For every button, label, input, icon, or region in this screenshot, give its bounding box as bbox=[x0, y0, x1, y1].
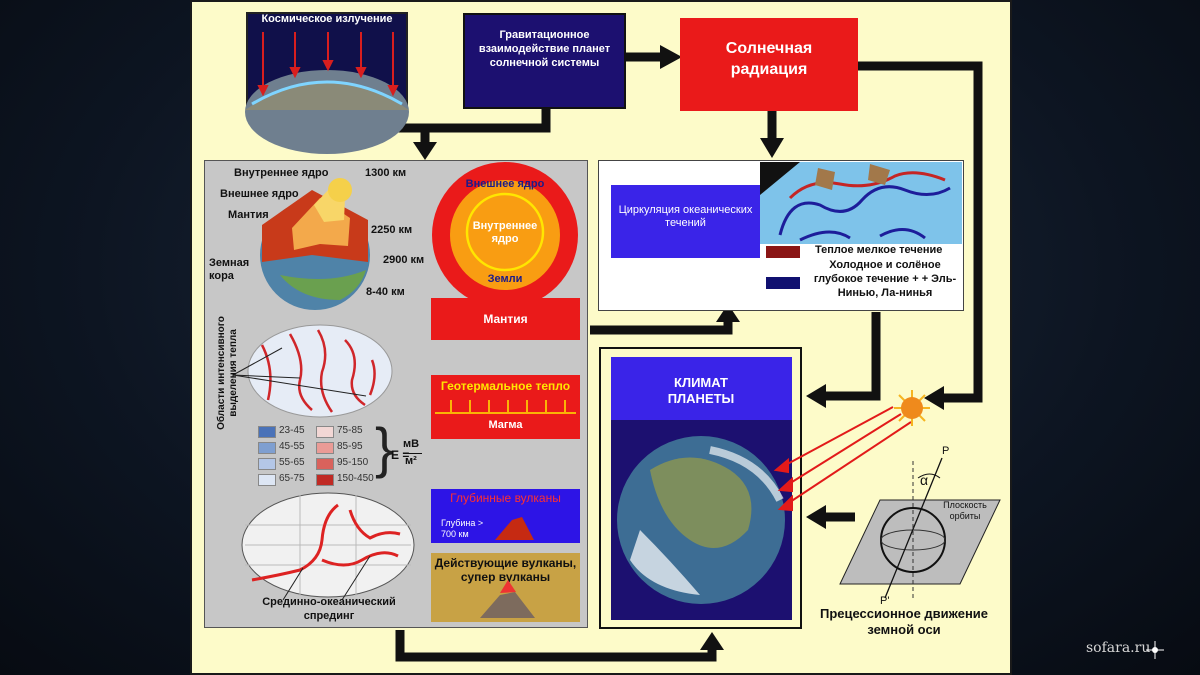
cosmic-radiation-title: Космическое излучение bbox=[261, 13, 393, 25]
ridge-label: Срединно-океанический спрединг bbox=[262, 596, 396, 622]
legend-swatch-5 bbox=[316, 426, 334, 438]
warm-current-swatch bbox=[766, 246, 800, 258]
label-2900km: 2900 км bbox=[383, 254, 425, 266]
legend-label-6: 85-95 bbox=[337, 441, 363, 452]
legend-label-3: 55-65 bbox=[279, 457, 305, 468]
legend-label-8: 150-450 bbox=[337, 473, 374, 484]
geothermal-box bbox=[431, 375, 580, 439]
legend-label-5: 75-85 bbox=[337, 425, 363, 436]
legend-brace: } bbox=[375, 416, 394, 479]
depth-label: Глубина > 700 км bbox=[441, 518, 484, 539]
section-outer-core: Внешнее ядро bbox=[465, 178, 545, 190]
formula-denominator: м² bbox=[405, 455, 417, 467]
cold-current-label: Холодное и солёное глубокое течение + + … bbox=[813, 259, 957, 299]
label-outer-core: Внешнее ядро bbox=[220, 188, 299, 200]
cold-current-swatch bbox=[766, 277, 800, 289]
legend-swatch-1 bbox=[258, 426, 276, 438]
mantle-box bbox=[431, 298, 580, 340]
active-volcanoes-title: Действующие вулканы, супер вулканы bbox=[434, 556, 577, 584]
gravity-box bbox=[463, 13, 626, 109]
formula-fraction-bar bbox=[403, 453, 422, 454]
label-1300km: 1300 км bbox=[365, 167, 407, 179]
legend-label-7: 95-150 bbox=[337, 457, 369, 468]
legend-label-2: 45-55 bbox=[279, 441, 305, 452]
legend-swatch-3 bbox=[258, 458, 276, 470]
section-inner-core: Внутреннее ядро bbox=[472, 220, 538, 245]
orbit-plane-label: Плоскость орбиты bbox=[943, 500, 987, 521]
label-inner-core: Внутреннее ядро bbox=[234, 167, 329, 179]
ocean-circulation-box bbox=[611, 185, 760, 258]
label-2250km: 2250 км bbox=[371, 224, 413, 236]
deep-volcanoes-title: Глубинные вулканы bbox=[450, 491, 561, 505]
warm-current-label: Теплое мелкое течение bbox=[815, 244, 943, 256]
legend-swatch-4 bbox=[258, 474, 276, 486]
label-8-40km: 8-40 км bbox=[366, 286, 405, 298]
legend-swatch-8 bbox=[316, 474, 334, 486]
solar-radiation-text: Солнечная радиация bbox=[725, 40, 813, 78]
gravity-text: Гравитационное взаимодействие планет сол… bbox=[478, 29, 611, 69]
legend-swatch-7 bbox=[316, 458, 334, 470]
formula-e: E = bbox=[391, 448, 410, 462]
section-earth: Земли bbox=[487, 273, 523, 285]
legend-label-1: 23-45 bbox=[279, 425, 305, 436]
formula-numerator: мВ bbox=[403, 438, 420, 450]
solar-radiation-box bbox=[680, 18, 858, 111]
label-mantle: Мантия bbox=[228, 209, 269, 221]
axis-p-prime-label: P' bbox=[880, 595, 890, 607]
climate-title: КЛИМАТ ПЛАНЕТЫ bbox=[667, 375, 735, 406]
mantle-box-label: Мантия bbox=[483, 312, 528, 326]
ocean-circulation-title: Циркуляция океанических течений bbox=[618, 204, 753, 229]
alpha-label: α bbox=[920, 472, 929, 488]
legend-swatch-2 bbox=[258, 442, 276, 454]
legend-swatch-6 bbox=[316, 442, 334, 454]
magma-label: Магма bbox=[488, 419, 523, 431]
axis-p-label: P bbox=[942, 445, 950, 457]
legend-label-4: 65-75 bbox=[279, 473, 305, 484]
watermark: sofara.ru bbox=[1086, 640, 1151, 656]
geothermal-title: Геотермальное тепло bbox=[440, 379, 571, 393]
label-crust: Земная кора bbox=[209, 257, 250, 282]
precession-label: Прецессионное движение земной оси bbox=[819, 606, 989, 637]
